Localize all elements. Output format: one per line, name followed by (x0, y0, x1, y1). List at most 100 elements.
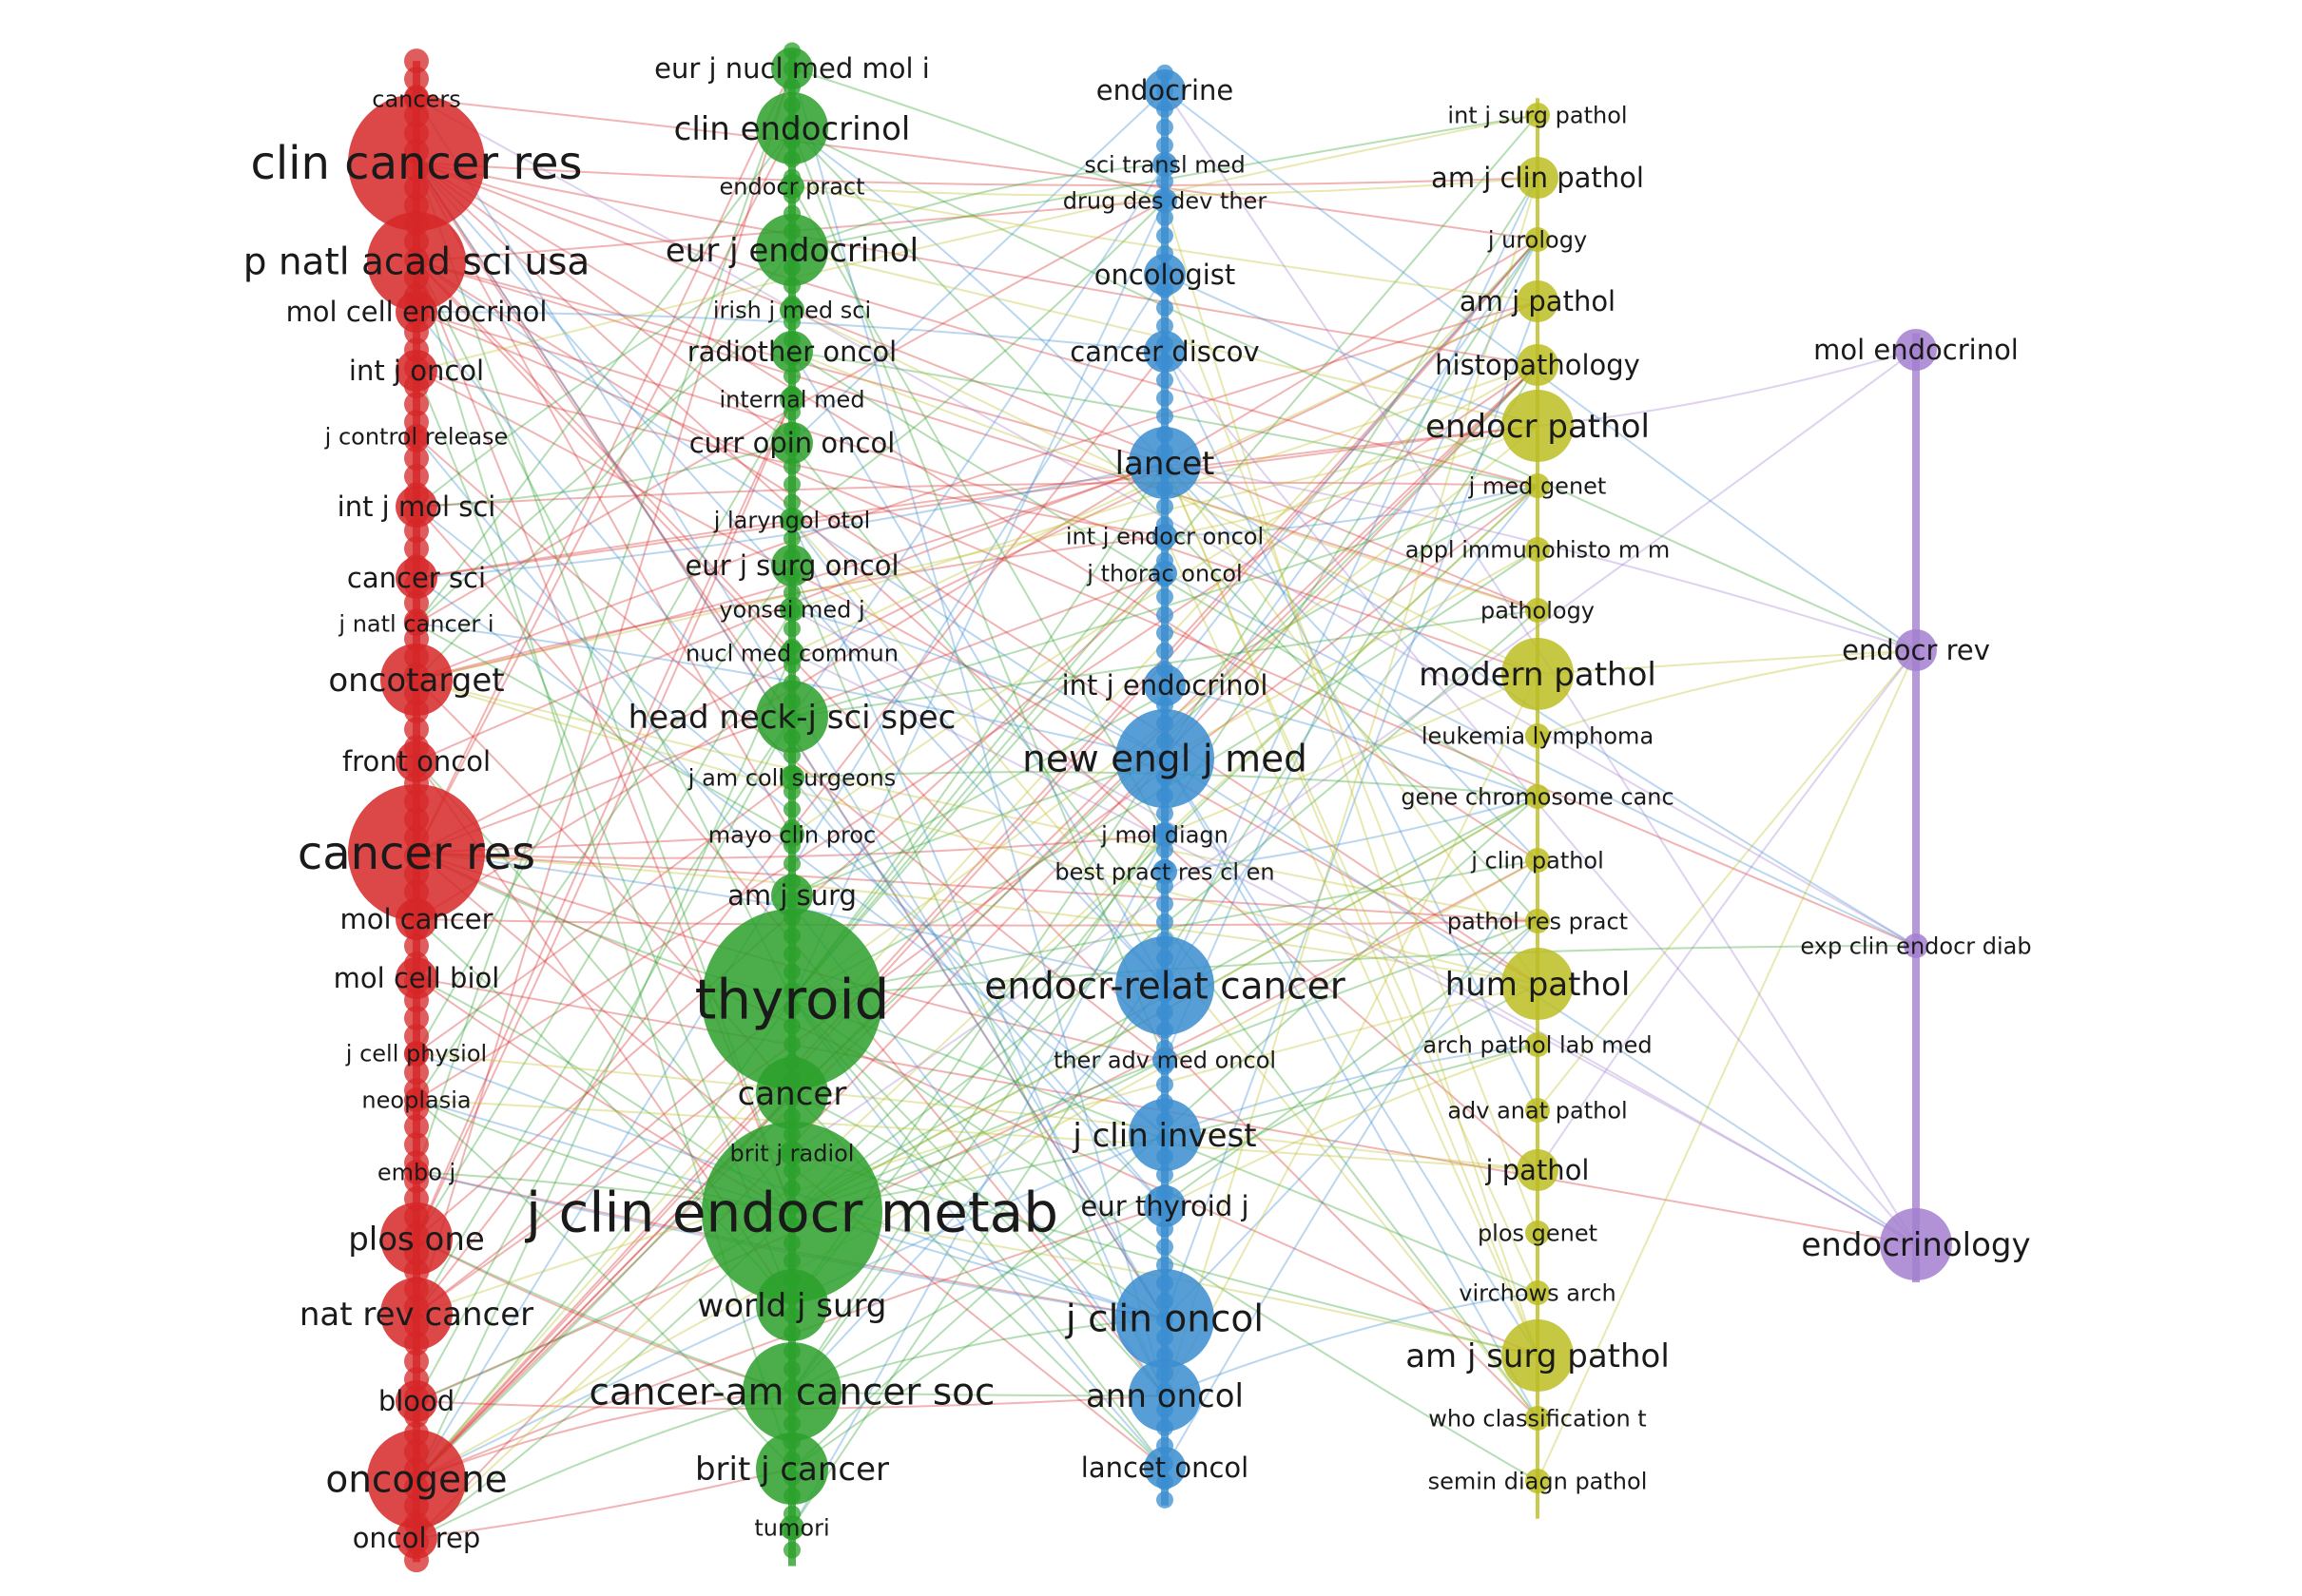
node-j-clin-invest[interactable] (1129, 1099, 1201, 1171)
node-adv-anat-pathol[interactable] (1525, 1098, 1550, 1123)
node-neoplasia[interactable] (404, 1087, 429, 1112)
node-j-control-release[interactable] (404, 424, 429, 449)
link-edge (416, 67, 793, 1315)
node-blood[interactable] (396, 1380, 437, 1422)
minor-node (404, 717, 429, 742)
node-tumori[interactable] (780, 1515, 804, 1540)
node-j-clin-oncol[interactable] (1115, 1269, 1214, 1368)
node-lancet-oncol[interactable] (1144, 1447, 1186, 1489)
node-internal-med[interactable] (780, 387, 804, 412)
node-sci-transl-med[interactable] (1152, 152, 1177, 177)
node-int-j-mol-sci[interactable] (396, 486, 437, 528)
node-nat-rev-cancer[interactable] (380, 1278, 453, 1350)
node-semin-diagn-pathol[interactable] (1525, 1469, 1550, 1493)
node-drug-des-dev-ther[interactable] (1152, 188, 1177, 213)
node-mol-cell-endocrinol[interactable] (396, 291, 437, 333)
node-j-pathol[interactable] (1517, 1149, 1558, 1191)
node-plos-one[interactable] (380, 1202, 453, 1275)
node-clin-endocrinol[interactable] (756, 92, 828, 164)
node-curr-opin-oncol[interactable] (771, 422, 813, 464)
node-cancer-am-cancer-soc[interactable] (743, 1342, 841, 1441)
node-eur-j-nucl-med-mol-i[interactable] (771, 48, 813, 89)
node-cancer[interactable] (756, 1057, 828, 1129)
node-label-who-classification-t: who classification t (1428, 1405, 1646, 1432)
node-cancer-res[interactable] (348, 784, 485, 921)
node-eur-j-endocrinol[interactable] (756, 214, 828, 286)
node-arch-pathol-lab-med[interactable] (1525, 1032, 1550, 1057)
node-p-natl-acad-sci-usa[interactable] (367, 212, 466, 311)
node-am-j-clin-pathol[interactable] (1517, 157, 1558, 199)
node-endocrinology[interactable] (1880, 1208, 1952, 1280)
node-j-urology[interactable] (1525, 227, 1550, 252)
node-j-laryngol-otol[interactable] (780, 508, 804, 532)
node-label-hum-pathol: hum pathol (1445, 966, 1631, 1004)
node-virchows-arch[interactable] (1525, 1280, 1550, 1305)
minor-node (783, 855, 801, 873)
node-yonsei-med-j[interactable] (780, 597, 804, 622)
node-endocr-rev[interactable] (1895, 629, 1937, 671)
node-eur-j-surg-oncol[interactable] (771, 545, 813, 586)
node-j-clin-pathol[interactable] (1525, 848, 1550, 873)
node-endocr-relat-cancer[interactable] (1115, 936, 1214, 1035)
node-nucl-med-commun[interactable] (780, 641, 804, 665)
node-pathol-res-pract[interactable] (1525, 909, 1550, 933)
node-endocrine[interactable] (1144, 69, 1186, 111)
node-leukemia-lymphoma[interactable] (1525, 723, 1550, 748)
node-pathology[interactable] (1525, 598, 1550, 623)
node-ann-oncol[interactable] (1129, 1359, 1201, 1432)
node-j-thorac-oncol[interactable] (1152, 561, 1177, 586)
node-oncotarget[interactable] (380, 644, 453, 716)
node-new-engl-j-med[interactable] (1115, 709, 1214, 808)
node-am-j-surg[interactable] (771, 875, 813, 916)
node-eur-thyroid-j[interactable] (1144, 1185, 1186, 1227)
node-am-j-pathol[interactable] (1517, 280, 1558, 322)
node-j-natl-cancer-i[interactable] (404, 611, 429, 636)
node-mol-endocrinol[interactable] (1895, 329, 1937, 371)
node-mol-cell-biol[interactable] (396, 957, 437, 999)
node-int-j-endocr-oncol[interactable] (1152, 524, 1177, 548)
link-edge (416, 398, 793, 1240)
node-cancer-discov[interactable] (1144, 331, 1186, 373)
node-hum-pathol[interactable] (1501, 948, 1574, 1020)
node-best-pract-res-cl-en[interactable] (1152, 859, 1177, 884)
node-embo-j[interactable] (404, 1160, 429, 1184)
node-radiother-oncol[interactable] (771, 331, 813, 373)
node-label-cancer-sci: cancer sci (347, 562, 486, 594)
node-gene-chromosome-canc[interactable] (1525, 784, 1550, 809)
node-oncologist[interactable] (1144, 254, 1186, 296)
node-j-clin-endocr-metab[interactable] (702, 1122, 882, 1302)
node-appl-immunohisto-m-m[interactable] (1525, 537, 1550, 562)
node-j-am-coll-surgeons[interactable] (780, 765, 804, 790)
node-oncol-rep[interactable] (396, 1517, 437, 1559)
node-int-j-endocrinol[interactable] (1144, 664, 1186, 706)
node-thyroid[interactable] (702, 909, 882, 1089)
node-label-thyroid: thyroid (695, 967, 890, 1031)
node-j-mol-diagn[interactable] (1152, 822, 1177, 847)
link-edge (416, 1099, 1538, 1171)
node-am-j-surg-pathol[interactable] (1501, 1319, 1574, 1392)
node-histopathology[interactable] (1517, 344, 1558, 386)
link-edge (416, 852, 1538, 1356)
node-plos-genet[interactable] (1525, 1221, 1550, 1245)
node-int-j-oncol[interactable] (396, 350, 437, 392)
node-brit-j-cancer[interactable] (756, 1433, 828, 1505)
node-cancer-sci[interactable] (396, 557, 437, 599)
node-mayo-clin-proc[interactable] (780, 822, 804, 847)
node-clin-cancer-res[interactable] (348, 94, 485, 231)
node-exp-clin-endocr-diab[interactable] (1904, 933, 1928, 958)
node-ther-adv-med-oncol[interactable] (1152, 1048, 1177, 1072)
node-modern-pathol[interactable] (1501, 638, 1574, 710)
node-endocr-pract[interactable] (780, 174, 804, 199)
node-world-j-surg[interactable] (756, 1269, 828, 1341)
node-int-j-surg-pathol[interactable] (1525, 103, 1550, 127)
node-mol-cancer[interactable] (396, 898, 437, 940)
node-j-med-genet[interactable] (1525, 473, 1550, 498)
node-lancet[interactable] (1129, 427, 1201, 499)
node-who-classification-t[interactable] (1525, 1406, 1550, 1431)
node-irish-j-med-sci[interactable] (780, 298, 804, 322)
node-endocr-pathol[interactable] (1501, 390, 1574, 462)
node-oncogene[interactable] (367, 1430, 466, 1529)
node-head-neck-j-sci-spec[interactable] (756, 681, 828, 753)
node-front-oncol[interactable] (396, 740, 437, 782)
node-j-cell-physiol[interactable] (404, 1041, 429, 1066)
